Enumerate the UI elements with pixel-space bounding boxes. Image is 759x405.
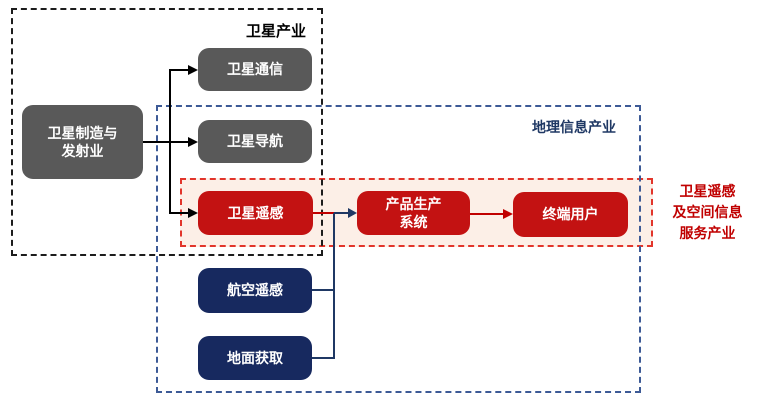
connector-mfg-trunk-h [143, 141, 171, 143]
node-satellite-communication: 卫星通信 [198, 48, 312, 91]
node-satellite-remote-sensing: 卫星遥感 [198, 191, 313, 235]
group-label-geo-info-industry: 地理信息产业 [532, 119, 616, 135]
node-product-production-system: 产品生产 系统 [357, 191, 470, 235]
node-aerial-remote-sensing: 航空遥感 [198, 268, 312, 313]
arrowhead-to-comm [188, 65, 198, 75]
connector-mfg-to-comm [169, 69, 190, 71]
group-label-rs-service-industry: 卫星遥感 及空间信息 服务产业 [672, 183, 743, 241]
group-geo-info-industry-frame [156, 105, 641, 393]
arrowhead-to-user [503, 209, 513, 219]
connector-junction-v [333, 213, 335, 359]
node-ground-acquisition: 地面获取 [198, 336, 312, 380]
node-satellite-manufacturing-launch: 卫星制造与 发射业 [22, 105, 143, 179]
connector-aero-to-junction [312, 289, 335, 291]
connector-junction-to-prod [334, 212, 349, 214]
connector-mfg-to-nav [169, 141, 190, 143]
connector-prod-to-user [470, 213, 504, 215]
node-satellite-navigation: 卫星导航 [198, 120, 312, 163]
group-label-satellite-industry: 卫星产业 [245, 23, 306, 40]
connector-ground-to-junction [312, 357, 335, 359]
arrowhead-to-rs [188, 208, 198, 218]
connector-rs-to-junction [313, 212, 334, 214]
connector-mfg-to-rs [169, 212, 190, 214]
arrowhead-to-prod [348, 208, 357, 218]
arrowhead-to-nav [188, 137, 198, 147]
node-end-user: 终端用户 [513, 192, 628, 237]
group-satellite-industry-frame [11, 8, 323, 256]
